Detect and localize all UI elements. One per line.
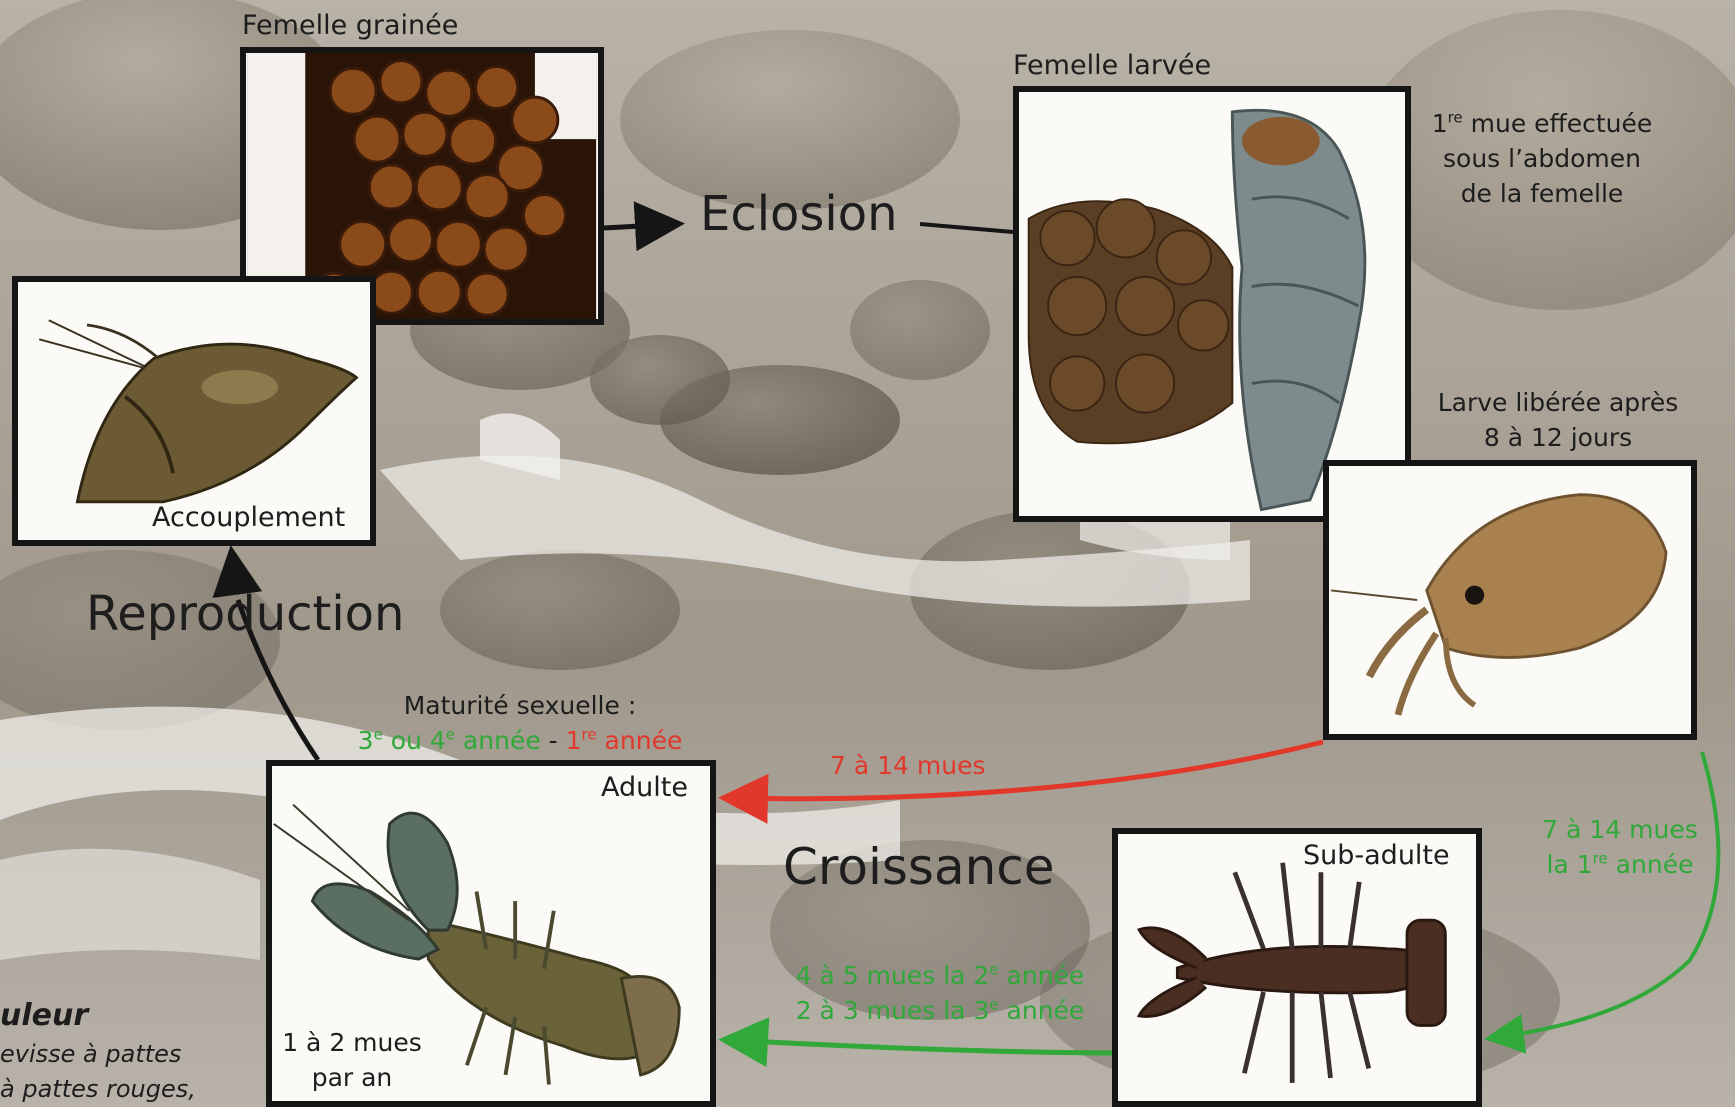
partial-text-couleur: uleur <box>0 998 88 1033</box>
red-arrow-larve-to-adulte <box>728 742 1323 799</box>
heading-croissance: Croissance <box>783 838 1055 896</box>
heading-reproduction: Reproduction <box>86 586 404 642</box>
note-premiere-mue: 1re mue effectuée sous l’abdomen de la f… <box>1412 106 1672 211</box>
note-mues-sub-adulte: 4 à 5 mues la 2e année 2 à 3 mues la 3e … <box>770 958 1110 1028</box>
line-eclosion-to-larvee <box>920 224 1013 232</box>
label-sub-adulte: Sub-adulte <box>1303 840 1450 871</box>
note-mues-adulte: 1 à 2 mues par an <box>272 1025 432 1095</box>
maturite-red: 1re année <box>566 726 683 755</box>
label-larve: Larve libérée après 8 à 12 jours <box>1418 385 1698 455</box>
larvae-under-abdomen-icon <box>1019 92 1405 516</box>
arrow-grainee-to-eclosion <box>604 224 675 228</box>
photo-femelle-larvee <box>1013 86 1411 522</box>
label-femelle-grainee: Femelle grainée <box>242 10 458 41</box>
crayfish-larva-icon <box>1329 466 1691 734</box>
partial-text-line3: à pattes rouges, <box>0 1075 196 1103</box>
juvenile-crayfish-icon <box>1118 834 1476 1101</box>
green-arrow-subadulte-to-adulte <box>728 1040 1112 1053</box>
label-accouplement: Accouplement <box>152 502 345 533</box>
note-maturite: Maturité sexuelle : 3e ou 4e année - 1re… <box>320 688 720 758</box>
maturite-green: 3e ou 4e année <box>358 726 541 755</box>
photo-larve <box>1323 460 1697 740</box>
label-adulte: Adulte <box>601 772 688 803</box>
partial-text-line2: evisse à pattes <box>0 1040 181 1068</box>
heading-eclosion: Eclosion <box>700 186 898 242</box>
label-femelle-larvee: Femelle larvée <box>1013 50 1211 81</box>
note-mues-vert-larve: 7 à 14 mues la 1re année <box>1530 812 1710 882</box>
green-arrow-larve-to-subadulte <box>1492 752 1718 1038</box>
note-mues-rouge: 7 à 14 mues <box>830 748 985 783</box>
